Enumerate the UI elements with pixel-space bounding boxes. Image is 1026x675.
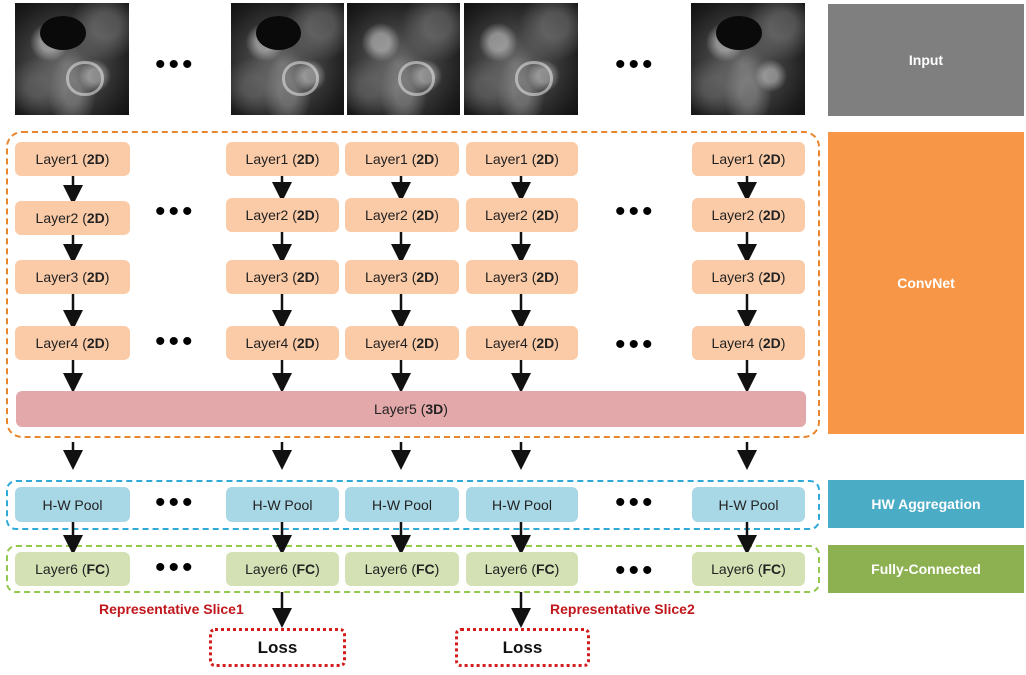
- ellipsis-pool-left: •••: [155, 486, 196, 519]
- layer1-2d-box-col2: Layer1 (2D): [226, 142, 339, 176]
- layer6-fc-box-col1: Layer6 (FC): [15, 552, 130, 586]
- layer4-2d-box-col3: Layer4 (2D): [345, 326, 459, 360]
- hw-pool-box-col5: H-W Pool: [692, 487, 805, 522]
- layer1-2d-box-col3: Layer1 (2D): [345, 142, 459, 176]
- convnet-panel: ConvNet: [828, 132, 1024, 434]
- layer1-2d-box-col5: Layer1 (2D): [692, 142, 805, 176]
- layer2-2d-box-col3: Layer2 (2D): [345, 198, 459, 232]
- input-slice-image-3: [347, 3, 460, 115]
- convnet-outline: [6, 131, 820, 438]
- layer4-2d-box-col4: Layer4 (2D): [466, 326, 578, 360]
- layer4-2d-box-col2: Layer4 (2D): [226, 326, 339, 360]
- input-slice-image-5: [691, 3, 805, 115]
- ellipsis-layer4-left: •••: [155, 325, 196, 358]
- layer3-2d-box-col2: Layer3 (2D): [226, 260, 339, 294]
- layer5-3d-box: Layer5 (3D): [16, 391, 806, 427]
- layer2-2d-box-col1: Layer2 (2D): [15, 201, 130, 235]
- fully-connected-panel: Fully-Connected: [828, 545, 1024, 593]
- layer2-2d-box-col4: Layer2 (2D): [466, 198, 578, 232]
- layer4-2d-box-col1: Layer4 (2D): [15, 326, 130, 360]
- hw-pool-box-col2: H-W Pool: [226, 487, 339, 522]
- layer3-2d-box-col4: Layer3 (2D): [466, 260, 578, 294]
- ellipsis-pool-right: •••: [615, 486, 656, 519]
- loss-box-1: Loss: [209, 628, 346, 667]
- hw-pool-box-col4: H-W Pool: [466, 487, 578, 522]
- ellipsis-input-right: •••: [615, 48, 656, 81]
- representative-slice1-label: Representative Slice1: [99, 601, 244, 617]
- ellipsis-layer2-left: •••: [155, 195, 196, 228]
- ellipsis-layer2-right: •••: [615, 195, 656, 228]
- hw-aggregation-panel: HW Aggregation: [828, 480, 1024, 528]
- ellipsis-fc-left: •••: [155, 551, 196, 584]
- layer3-2d-box-col5: Layer3 (2D): [692, 260, 805, 294]
- layer6-fc-box-col4: Layer6 (FC): [466, 552, 578, 586]
- loss-box-2: Loss: [455, 628, 590, 667]
- input-slice-image-4: [464, 3, 578, 115]
- layer6-fc-box-col2: Layer6 (FC): [226, 552, 339, 586]
- layer1-2d-box-col4: Layer1 (2D): [466, 142, 578, 176]
- layer2-2d-box-col2: Layer2 (2D): [226, 198, 339, 232]
- layer6-fc-box-col3: Layer6 (FC): [345, 552, 459, 586]
- ellipsis-layer4-right: •••: [615, 328, 656, 361]
- representative-slice2-label: Representative Slice2: [550, 601, 695, 617]
- input-slice-image-1: [15, 3, 129, 115]
- layer3-2d-box-col1: Layer3 (2D): [15, 260, 130, 294]
- layer4-2d-box-col5: Layer4 (2D): [692, 326, 805, 360]
- hw-pool-box-col3: H-W Pool: [345, 487, 459, 522]
- layer6-fc-box-col5: Layer6 (FC): [692, 552, 805, 586]
- ellipsis-fc-right: •••: [615, 554, 656, 587]
- hw-aggregation-outline: [6, 480, 820, 530]
- layer3-2d-box-col3: Layer3 (2D): [345, 260, 459, 294]
- layer2-2d-box-col5: Layer2 (2D): [692, 198, 805, 232]
- hw-pool-box-col1: H-W Pool: [15, 487, 130, 522]
- input-panel: Input: [828, 4, 1024, 116]
- input-slice-image-2: [231, 3, 344, 115]
- ellipsis-input-left: •••: [155, 48, 196, 81]
- fully-connected-outline: [6, 545, 820, 593]
- layer1-2d-box-col1: Layer1 (2D): [15, 142, 130, 176]
